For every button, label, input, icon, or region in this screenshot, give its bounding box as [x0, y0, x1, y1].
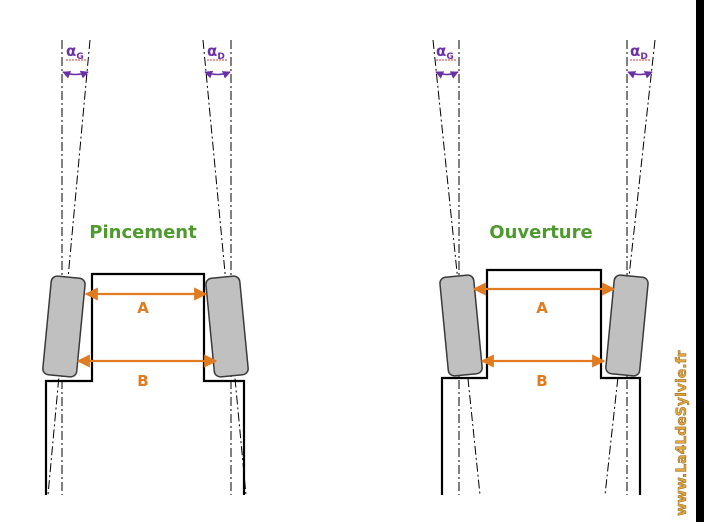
axis-line-left-g	[47, 39, 91, 496]
angle-arc-right-g	[435, 71, 459, 79]
alpha-d-pincement: αD	[207, 42, 225, 62]
axis-line-right-g	[432, 39, 481, 496]
wheel-right-ouverture	[605, 274, 649, 377]
ouverture-panel: Ouverture A B αG αD	[432, 39, 656, 496]
label-a-ouverture: A	[536, 299, 548, 317]
wheel-right-pincement	[205, 275, 249, 378]
axis-line-right-d	[604, 39, 656, 496]
wheel-left-ouverture	[439, 274, 483, 377]
title-pincement: Pincement	[89, 222, 197, 243]
watermark-text: www.La4LdeSylvie.fr	[674, 350, 690, 516]
alpha-g-ouverture: αG	[436, 42, 454, 62]
wheel-left-pincement	[42, 275, 86, 378]
angle-arc-left-g	[62, 70, 89, 79]
alpha-g-pincement: αG	[66, 42, 84, 62]
axis-line-left-d	[202, 39, 247, 496]
chassis-outline-pincement	[44, 272, 246, 495]
angle-arc-left-d	[204, 70, 231, 79]
label-b-pincement: B	[137, 372, 148, 390]
label-a-pincement: A	[137, 299, 149, 317]
chassis-outline-ouverture	[440, 268, 642, 495]
pincement-panel: Pincement A B αG αD	[42, 39, 249, 496]
label-b-ouverture: B	[536, 372, 547, 390]
angle-arc-right-d	[627, 71, 653, 79]
alpha-d-ouverture: αD	[630, 42, 648, 62]
title-ouverture: Ouverture	[489, 222, 592, 243]
